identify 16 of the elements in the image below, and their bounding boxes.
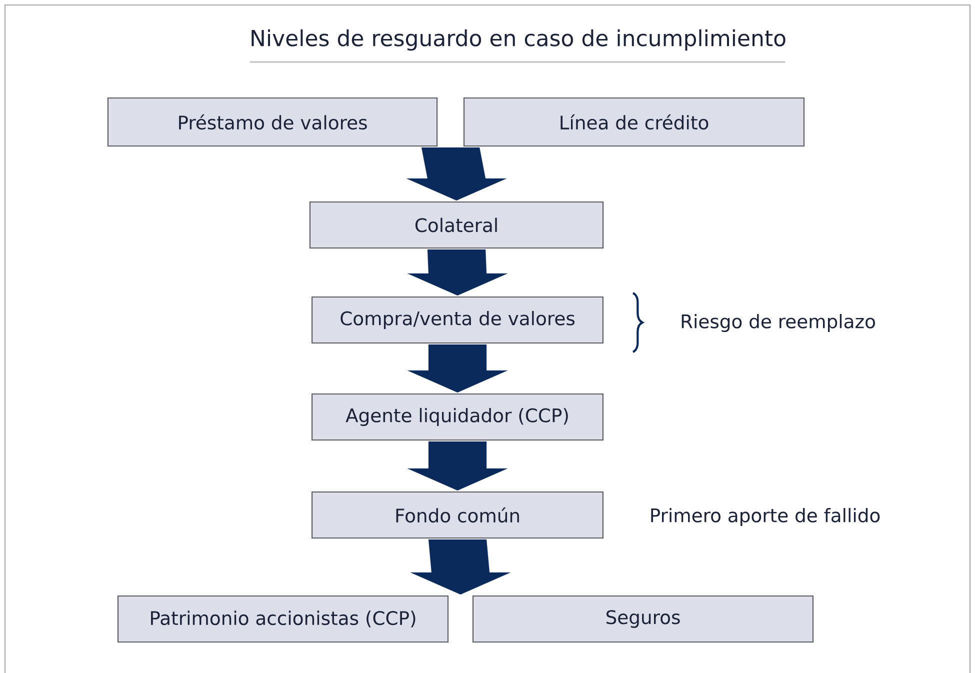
- process-box: Colateral: [309, 201, 604, 249]
- process-box: Préstamo de valores: [107, 97, 438, 147]
- arrow: [407, 441, 508, 491]
- process-box: Compra/venta de valores: [312, 296, 604, 344]
- arrow: [407, 344, 508, 393]
- arrow: [410, 539, 511, 595]
- title: Niveles de resguardo en caso de incumplimiento: [252, 29, 786, 51]
- side-note: Riesgo de reemplazo: [682, 314, 875, 332]
- process-box: Agente liquidador (CCP): [312, 393, 604, 441]
- process-box: Patrimonio accionistas (CCP): [117, 595, 449, 643]
- process-box: Seguros: [472, 595, 814, 643]
- side-note: Primero aporte de fallido: [651, 508, 880, 526]
- process-box: Fondo común: [312, 491, 604, 539]
- arrow: [406, 147, 507, 201]
- process-box: Línea de crédito: [463, 97, 805, 147]
- arrow: [407, 249, 508, 296]
